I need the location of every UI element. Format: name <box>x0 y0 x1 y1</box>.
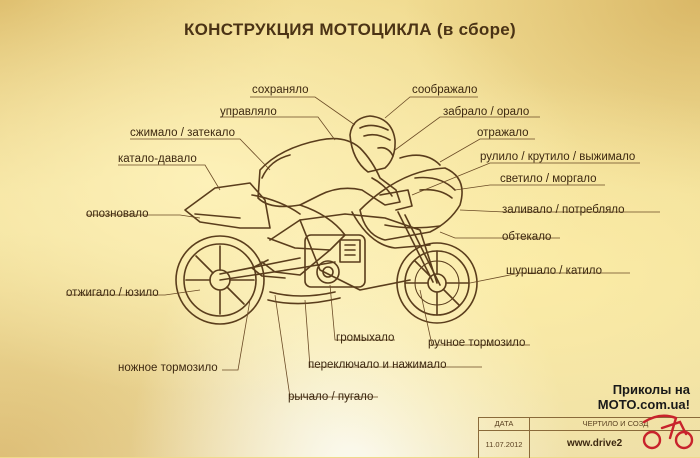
label-katalo: катало-давало <box>118 153 197 165</box>
label-shurshalo: шуршало / катило <box>506 265 603 277</box>
label-otzhigalo: отжигало / юзило <box>66 287 159 299</box>
promo-line-1: Приколы на <box>612 382 690 397</box>
promo-line-2: MOTO.com.ua! <box>597 397 690 412</box>
rear-wheel <box>175 235 265 325</box>
moto-logo-icon <box>642 414 694 450</box>
label-upravlyalo: управляло <box>220 106 277 118</box>
label-rulilo: рулило / крутило / выжимало <box>480 151 636 163</box>
label-szhimalo: сжимало / затекало <box>130 127 235 139</box>
label-ruchnoe: ручное тормозило <box>428 337 526 349</box>
label-sohranyalo: сохраняло <box>252 84 309 96</box>
promo-watermark: Приколы на MOTO.com.ua! <box>598 382 690 412</box>
label-gromyhalo: громыхало <box>336 332 395 344</box>
label-soobrazhalo: соображало <box>412 84 478 96</box>
stamp-date: 11.07.2012 <box>479 431 530 458</box>
rider <box>251 137 413 279</box>
label-zalivalo: заливало / потребляло <box>502 204 625 216</box>
stamp-site: www.drive2 <box>567 438 623 449</box>
frame <box>219 211 441 291</box>
helmet <box>349 115 396 173</box>
front-fairing <box>351 154 463 249</box>
engine <box>267 234 366 305</box>
label-pereklyuchalo: переключало и нажимало <box>308 359 447 371</box>
diagram-title: КОНСТРУКЦИЯ МОТОЦИКЛА (в сборе) <box>183 20 517 39</box>
title-block-stamp: ДАТА ЧЕРТИЛО И СОЗД 11.07.2012 www.drive… <box>478 417 700 458</box>
stamp-author-header: ЧЕРТИЛО И СОЗД <box>530 418 700 431</box>
label-otrazhalo: отражало <box>477 127 529 139</box>
label-rychalo: рычало / пугало <box>288 391 374 403</box>
label-nozhnoe: ножное тормозило <box>118 362 218 374</box>
label-oposnovalo: опозновало <box>86 208 149 220</box>
stamp-date-header: ДАТА <box>479 418 530 431</box>
label-zabralo: забрало / орало <box>443 106 530 118</box>
tail-section <box>184 182 301 229</box>
leader-lines <box>66 96 660 398</box>
label-svetilo: светило / моргало <box>500 173 597 185</box>
label-obtekalo: обтекало <box>502 231 552 243</box>
